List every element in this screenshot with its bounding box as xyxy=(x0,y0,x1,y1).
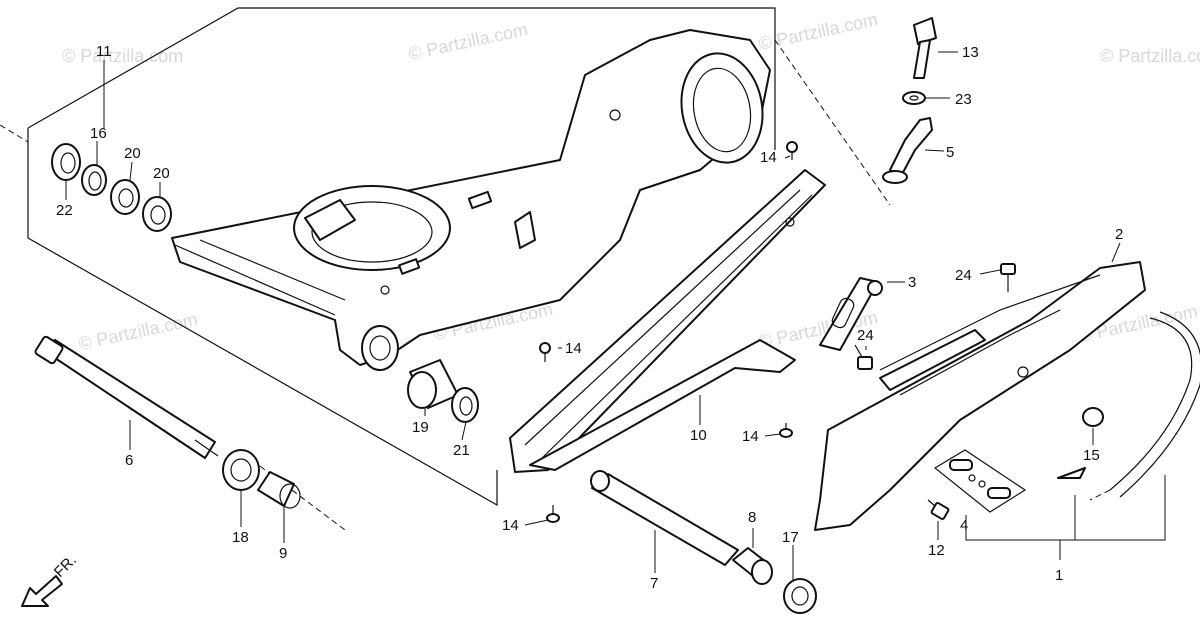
washer-18 xyxy=(902,91,926,105)
callout-18: 23 xyxy=(955,91,972,108)
clip-5 xyxy=(882,117,933,184)
callout-14-bottom: 14 xyxy=(502,517,519,534)
screw-14-right xyxy=(779,423,793,438)
callout-14-right: 14 xyxy=(742,428,759,445)
pivot-shaft-6 xyxy=(34,335,219,459)
seal-21 xyxy=(451,387,479,423)
nut-15 xyxy=(1082,407,1104,427)
callout-16: 18 xyxy=(232,529,249,546)
screw-14-mid xyxy=(539,342,551,362)
bolt-13 xyxy=(913,17,937,79)
needle-bearing-19 xyxy=(407,359,459,409)
callout-6: 6 xyxy=(125,452,133,469)
callout-17: 17 xyxy=(782,529,799,546)
callout-labels: 11 16 20 20 22 6 18 9 19 21 10 7 8 17 13… xyxy=(56,43,1123,592)
callout-20b: 20 xyxy=(153,165,170,182)
callout-15: 15 xyxy=(1083,447,1100,464)
watermark-4: © Partzilla.com xyxy=(1100,46,1200,66)
callout-9: 9 xyxy=(279,545,287,562)
pipe-7 xyxy=(590,470,739,566)
watermark-5: © Partzilla.com xyxy=(77,309,200,354)
callout-10: 10 xyxy=(690,427,707,444)
chain-slider-10 xyxy=(509,169,826,473)
callout-24-mid: 24 xyxy=(857,327,874,344)
bolt-24-mid xyxy=(854,344,873,370)
callout-7: 7 xyxy=(650,575,658,592)
collar-8 xyxy=(732,547,773,585)
swingarm-11 xyxy=(171,29,771,371)
callout-22: 22 xyxy=(56,202,73,219)
callout-14-mid: 14 xyxy=(565,340,582,357)
adjusting-bolt-9 xyxy=(257,471,301,509)
callout-5: 5 xyxy=(946,144,954,161)
callout-3: 3 xyxy=(908,274,916,291)
screw-14-bottom xyxy=(546,505,560,523)
callout-19: 19 xyxy=(412,419,429,436)
chain-case-2 xyxy=(814,261,1146,531)
bolt-12 xyxy=(927,499,950,520)
callout-24-top: 24 xyxy=(955,267,972,284)
watermark-2: © Partzilla.com xyxy=(407,19,530,64)
seal-22 xyxy=(51,143,81,181)
callout-23: 16 xyxy=(90,125,107,142)
callout-2: 2 xyxy=(1115,226,1123,243)
callout-1: 1 xyxy=(1055,567,1063,584)
bracket-3 xyxy=(819,277,883,351)
bearing-20a xyxy=(110,179,140,215)
nut-16 xyxy=(222,449,260,491)
collar-23 xyxy=(81,164,107,196)
callout-12: 12 xyxy=(928,542,945,559)
screw-14-top xyxy=(786,141,798,160)
callout-11: 11 xyxy=(96,43,112,60)
leader-lines xyxy=(65,51,1166,580)
callout-14-top: 14 xyxy=(760,149,777,166)
front-direction-marker: FR. xyxy=(21,552,80,607)
watermark-1: © Partzilla.com xyxy=(62,46,183,66)
callout-8: 8 xyxy=(748,509,756,526)
callout-4: 4 xyxy=(960,517,968,534)
callout-21: 21 xyxy=(453,442,470,459)
callout-13: 13 xyxy=(962,44,979,61)
bolt-24-top xyxy=(1000,263,1016,292)
joint-set-4 xyxy=(933,449,1086,513)
bearing-20b xyxy=(142,196,172,232)
callout-20a: 20 xyxy=(124,145,141,162)
nut-17 xyxy=(783,578,817,614)
